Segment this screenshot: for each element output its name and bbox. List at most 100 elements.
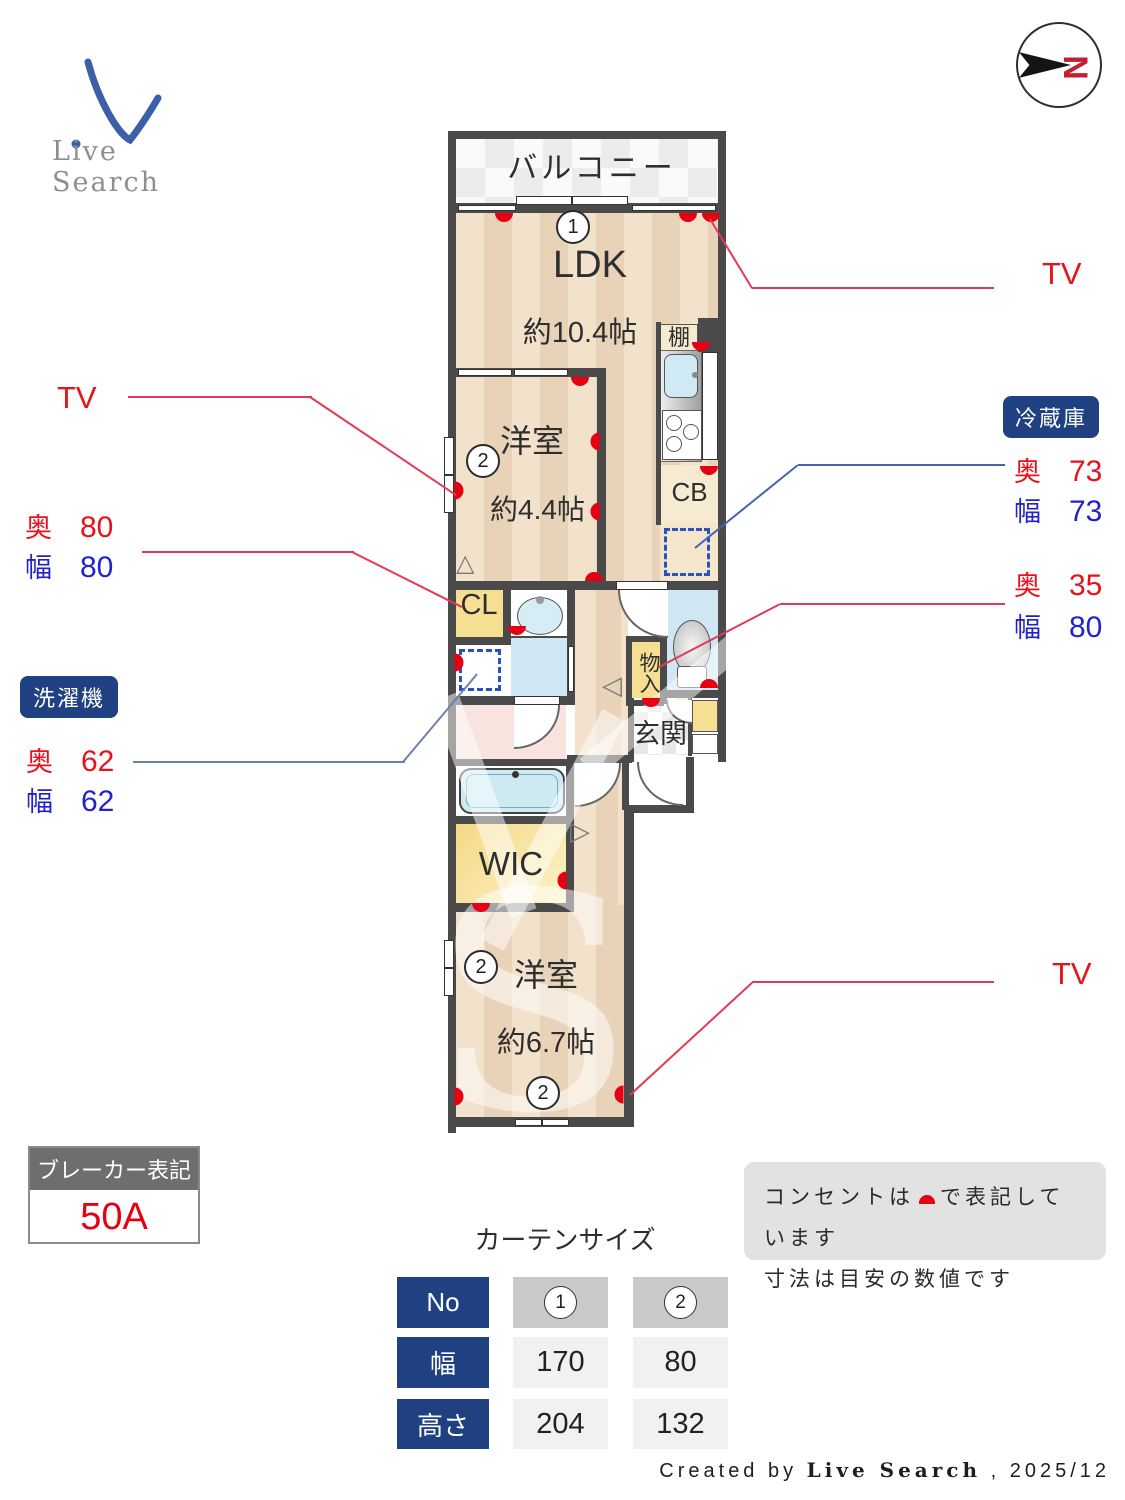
curtain-marker-1: 1 bbox=[556, 210, 590, 244]
window bbox=[568, 646, 574, 692]
shoe-cabinet-top bbox=[692, 700, 718, 732]
live-search-logo-text: Live Search bbox=[52, 136, 160, 198]
tv-line bbox=[128, 396, 312, 398]
door-swing bbox=[637, 762, 683, 806]
wall bbox=[448, 131, 726, 139]
kitchen-faucet-icon bbox=[692, 372, 698, 378]
washer-width: 幅 62 bbox=[26, 785, 115, 818]
bedroom1-size: 約4.4帖 bbox=[490, 494, 585, 525]
wall bbox=[718, 203, 726, 762]
curtain-col1-width: 170 bbox=[513, 1337, 608, 1388]
stove-burner-icon bbox=[666, 436, 682, 452]
storage-width: 幅 80 bbox=[1014, 611, 1103, 644]
window bbox=[444, 940, 454, 968]
footer-credit: Created by Live Search , 2025/12 bbox=[659, 1458, 1110, 1482]
tv-annotation-bottom: TV bbox=[1052, 956, 1092, 991]
wall bbox=[448, 131, 456, 211]
outlet-icon bbox=[919, 1195, 935, 1204]
bathtub-inner-line bbox=[466, 774, 558, 808]
curtain-header-height: 高さ bbox=[397, 1399, 489, 1449]
breaker-title: ブレーカー表記 bbox=[30, 1148, 198, 1190]
shoe-cabinet-bottom bbox=[692, 734, 718, 754]
window bbox=[515, 1119, 542, 1126]
tv-line bbox=[752, 981, 994, 983]
fridge-dim-line bbox=[798, 464, 1005, 466]
window bbox=[514, 369, 568, 376]
washer-dim-line bbox=[133, 761, 405, 763]
shelf-area bbox=[660, 324, 698, 352]
curtain-header-width: 幅 bbox=[397, 1337, 489, 1388]
curtain-col1-height: 204 bbox=[513, 1399, 608, 1449]
window bbox=[632, 205, 716, 211]
fridge-depth: 奥 73 bbox=[1014, 455, 1103, 488]
closet-depth: 奥 80 bbox=[25, 511, 114, 544]
legend-note-line1: コンセントはで表記しています bbox=[764, 1186, 1065, 1250]
wall bbox=[629, 805, 694, 813]
wall bbox=[503, 585, 511, 645]
wic-label: WIC bbox=[478, 845, 544, 882]
door-swing-up-icon: △ bbox=[456, 550, 475, 577]
fridge-space-dashed bbox=[664, 528, 710, 576]
closet-label: CL bbox=[460, 589, 498, 621]
door-swing-right-icon: ▷ bbox=[570, 816, 590, 846]
wall bbox=[718, 131, 726, 211]
tv-annotation-left: TV bbox=[57, 380, 97, 415]
bathtub-drain-icon bbox=[512, 771, 519, 778]
wall bbox=[448, 903, 572, 912]
legend-note-line2: 寸法は目安の数値です bbox=[764, 1267, 1014, 1291]
curtain-header-no: No bbox=[397, 1277, 489, 1328]
window bbox=[444, 437, 454, 475]
tv-line bbox=[629, 981, 753, 1096]
wall bbox=[448, 759, 572, 766]
window bbox=[542, 1119, 569, 1126]
wall bbox=[597, 368, 606, 589]
window bbox=[458, 205, 516, 211]
washer-tag: 洗濯機 bbox=[20, 676, 118, 718]
closet-width: 幅 80 bbox=[25, 551, 114, 584]
curtain-marker-2c: 2 bbox=[526, 1076, 560, 1110]
wall bbox=[448, 816, 572, 824]
closet-dim-line bbox=[142, 551, 354, 553]
balcony-floor bbox=[456, 139, 718, 205]
bedroom2-size: 約6.7帖 bbox=[496, 1027, 596, 1059]
stove-burner-icon bbox=[683, 424, 699, 440]
window bbox=[616, 581, 668, 590]
wall bbox=[656, 322, 661, 525]
storage-dim-line bbox=[780, 603, 1005, 605]
shelf-label: 棚 bbox=[667, 325, 690, 350]
window bbox=[444, 968, 454, 996]
stove-burner-icon bbox=[666, 415, 682, 431]
washer-depth: 奥 62 bbox=[26, 745, 115, 778]
legend-note: コンセントはで表記しています 寸法は目安の数値です bbox=[744, 1162, 1106, 1291]
curtain-col2-width: 80 bbox=[633, 1337, 728, 1388]
breaker-box: ブレーカー表記 50A bbox=[28, 1146, 200, 1244]
curtain-marker-2a: 2 bbox=[466, 444, 500, 478]
curtain-col2-no: 2 bbox=[633, 1277, 728, 1328]
compass-icon bbox=[1016, 22, 1102, 108]
window bbox=[572, 196, 628, 205]
storage-label: 物入 bbox=[637, 652, 660, 694]
fridge-tag: 冷蔵庫 bbox=[1003, 396, 1099, 438]
bedroom2-label: 洋室 bbox=[513, 957, 578, 993]
curtain-table-title: カーテンサイズ bbox=[474, 1225, 656, 1255]
balcony-label: バルコニー bbox=[507, 152, 677, 185]
wall bbox=[622, 757, 629, 810]
wall bbox=[448, 637, 510, 645]
ldk-size: 約10.4帖 bbox=[522, 317, 638, 349]
door-swing-left-icon: ◁ bbox=[602, 670, 622, 700]
breaker-value: 50A bbox=[80, 1195, 148, 1238]
window bbox=[458, 369, 512, 376]
outlet-icon bbox=[585, 572, 603, 581]
window bbox=[516, 196, 572, 205]
storage-depth: 奥 35 bbox=[1014, 569, 1103, 602]
wall bbox=[660, 690, 726, 698]
compass-north-label: N bbox=[1055, 55, 1094, 80]
window bbox=[702, 352, 718, 460]
wall bbox=[686, 757, 694, 813]
window bbox=[514, 696, 560, 705]
wall bbox=[448, 203, 726, 213]
washer-space-dashed bbox=[459, 649, 501, 691]
cb-label: CB bbox=[671, 477, 708, 507]
curtain-col2-height: 132 bbox=[633, 1399, 728, 1449]
washbasin-faucet-icon bbox=[536, 596, 544, 604]
